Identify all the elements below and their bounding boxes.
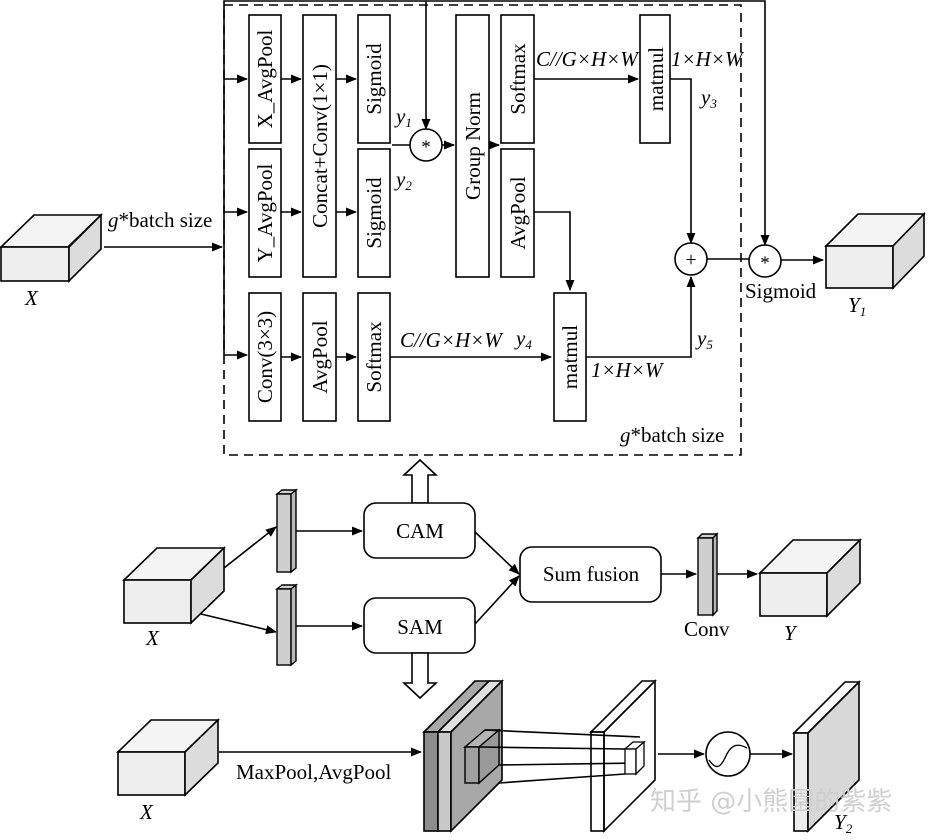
pool-label: MaxPool,AvgPool [236, 760, 392, 784]
output-tensor-cube-y1 [824, 212, 926, 290]
arrow-x-to-cam-bar [223, 526, 277, 569]
dim-label-1hw-2: 1×H×W [591, 358, 665, 382]
group-dashed-box [223, 4, 742, 456]
multiply-symbol-2: * [760, 253, 770, 274]
x-avgpool-block [248, 14, 282, 144]
softmax-label-2: Softmax [362, 321, 386, 393]
output-tensor-cube-y [758, 538, 862, 618]
group-norm-label: Group Norm [461, 92, 485, 200]
sigmoid-block-1 [357, 14, 391, 144]
arrow-matmul1-add [670, 78, 696, 245]
avgpool-block-1 [500, 148, 535, 278]
middle-input-label: X [145, 626, 160, 650]
concat-conv-label: Concat+Conv(1×1) [308, 64, 332, 228]
multiply-symbol-1: * [421, 137, 431, 158]
group-norm-block [455, 14, 490, 278]
cam-expand-arrow [401, 458, 439, 504]
sigmoid-label-1: Sigmoid [362, 43, 386, 115]
sigmoid-block-2 [357, 148, 391, 278]
cam-feature-bar [275, 488, 298, 574]
input-tensor-cube-top [0, 213, 103, 283]
sam-label: SAM [397, 615, 443, 639]
sigmoid-label-2: Sigmoid [362, 177, 386, 249]
sigmoid-output-label: Sigmoid [745, 279, 817, 303]
y-avgpool-label: Y_AvgPool [253, 163, 277, 262]
conv3x3-label: Conv(3×3) [253, 311, 277, 403]
conv-feature-bar [696, 532, 719, 617]
arrow-matmul2-add [586, 275, 696, 358]
y2-output-label: Y2 [834, 810, 853, 836]
top-module: X g*batch size X_AvgPool Y_AvgPool Conca… [0, 0, 926, 456]
input-tensor-cube-bottom [116, 718, 220, 797]
sum-fusion-label: Sum fusion [543, 562, 640, 586]
conv-label: Conv [684, 617, 730, 641]
y1-output-label: Y1 [848, 293, 866, 319]
cam-block [363, 502, 476, 559]
matmul-label-2: matmul [558, 325, 582, 389]
sam-feature-bar [275, 583, 298, 667]
sam-expand-arrow [401, 652, 439, 700]
softmax-label-1: Softmax [506, 43, 530, 115]
arrow-x-to-sam-bar [200, 613, 278, 635]
top-input-label: X [24, 286, 39, 310]
multiply-node-2 [748, 244, 782, 278]
matmul-block-1 [639, 14, 671, 144]
output-map-y2 [792, 680, 861, 833]
concat-conv-block [302, 14, 337, 278]
group-label-outer: g*batch size [108, 208, 212, 232]
cam-label: CAM [396, 519, 444, 543]
middle-module: X CAM SAM Sum fusion Conv [122, 458, 862, 700]
y-avgpool-block [248, 148, 282, 278]
softmax-block-1 [500, 14, 535, 144]
avgpool-label-1: AvgPool [506, 176, 530, 249]
input-tensor-cube-middle [122, 546, 226, 625]
skip-connection-line [223, 0, 770, 247]
avgpool-label-2: AvgPool [308, 320, 332, 393]
matmul-label-1: matmul [644, 47, 668, 111]
dim-label-1hw-1: 1×H×W [671, 47, 745, 71]
watermark: 知乎 @小熊園的紫紫 [650, 787, 892, 817]
arrow-sam-to-fusion [474, 575, 520, 625]
bottom-module: X MaxPool,AvgPool [116, 679, 861, 836]
dim-label-cg-2: C//G×H×W [400, 328, 504, 352]
softmax-block-2 [357, 292, 391, 422]
y3-label: y3 [699, 85, 717, 111]
sigmoid-activation-node [705, 731, 751, 777]
y-output-label: Y [784, 621, 798, 645]
y4-label: y4 [514, 326, 532, 352]
y1-label: y1 [394, 104, 412, 130]
add-symbol: + [685, 249, 696, 271]
conv-kernel-cube [463, 728, 501, 785]
sigmoid-curve-icon [708, 744, 748, 768]
avgpool-block-2 [302, 292, 337, 422]
projection-lines [478, 729, 641, 784]
conv-output-map [589, 679, 657, 833]
arrow-avgpool-matmul-2 [534, 211, 575, 292]
group-label-inner: g*batch size [620, 423, 724, 447]
bottom-input-label: X [139, 800, 154, 824]
matmul-block-2 [553, 292, 587, 422]
conv3x3-block [248, 292, 282, 422]
x-avgpool-label: X_AvgPool [253, 29, 277, 128]
y5-label: y5 [695, 326, 713, 352]
y2-label: y2 [394, 167, 412, 193]
dim-label-cg-1: C//G×H×W [536, 47, 640, 71]
arrow-cam-to-fusion [474, 531, 520, 575]
